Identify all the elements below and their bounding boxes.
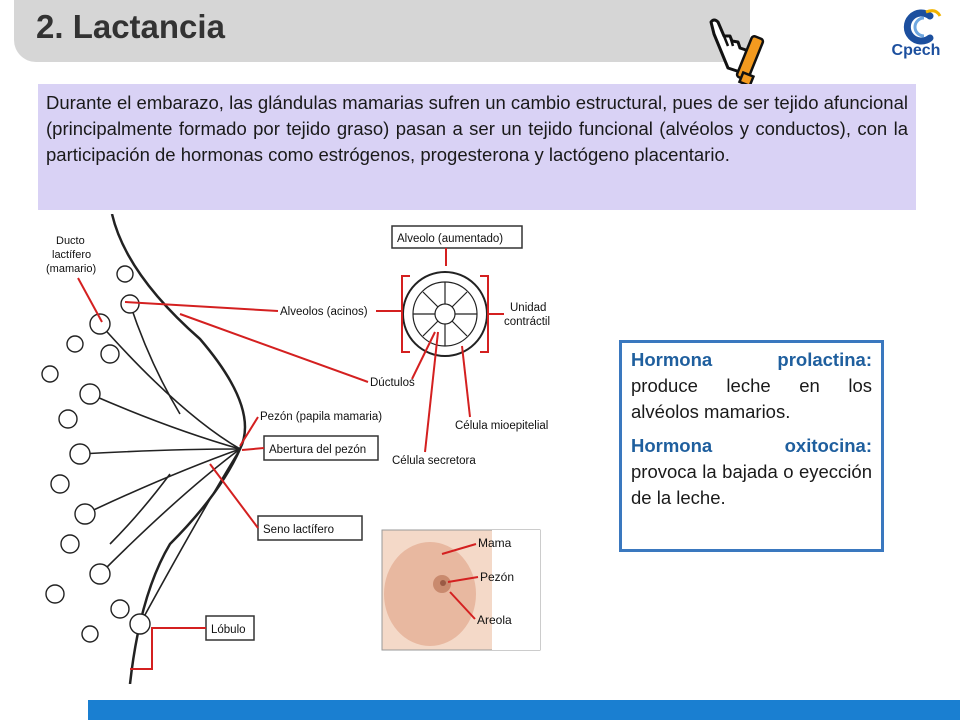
breast-anatomy-diagram: Ducto lactífero (mamario) Alveolo (aumen… — [41, 214, 550, 684]
nipple-shape — [440, 580, 446, 586]
label-areola: Areola — [477, 613, 512, 627]
label-mama: Mama — [478, 536, 512, 550]
cpech-logo-icon — [903, 9, 942, 45]
label-ducto-3: (mamario) — [46, 263, 96, 275]
oxitocina-text: provoca la bajada o eyección de la leche… — [631, 461, 872, 508]
oxitocina-paragraph: Hormona oxitocina: provoca la bajada o e… — [631, 433, 872, 511]
label-alveolos: Alveolos (acinos) — [280, 306, 368, 318]
oxitocina-title: Hormona oxitocina: — [631, 435, 872, 456]
label-lobulo: Lóbulo — [211, 624, 246, 636]
prolactina-text: produce leche en los alvéolos mamarios. — [631, 375, 872, 422]
label-ducto-1: Ducto — [56, 235, 85, 247]
label-celula-mioepitelial: Célula mioepitelial — [455, 420, 548, 432]
label-seno: Seno lactífero — [263, 524, 334, 536]
label-ductulos: Dúctulos — [370, 377, 415, 389]
label-alveolo-aumentado: Alveolo (aumentado) — [397, 233, 503, 245]
prolactina-title: Hormona prolactina: — [631, 349, 872, 370]
title-bar — [14, 0, 750, 62]
prolactina-paragraph: Hormona prolactina: produce leche en los… — [631, 347, 872, 425]
hormones-box: Hormona prolactina: produce leche en los… — [619, 340, 884, 552]
label-pezon: Pezón — [480, 570, 514, 584]
label-unidad-2: contráctil — [504, 316, 550, 328]
cpech-logo: Cpech — [880, 6, 952, 66]
label-pezon-papila: Pezón (papila mamaria) — [260, 411, 382, 423]
bottom-bar — [88, 700, 960, 720]
breast-shape — [384, 542, 476, 646]
label-ducto-2: lactífero — [52, 249, 91, 261]
page-title: 2. Lactancia — [36, 8, 225, 45]
label-unidad-1: Unidad — [510, 302, 546, 314]
intro-text: Durante el embarazo, las glándulas mamar… — [38, 84, 916, 210]
pointing-hand-icon — [709, 18, 765, 88]
lobules — [41, 265, 151, 643]
logo-text: Cpech — [891, 42, 941, 59]
label-celula-secretora: Célula secretora — [392, 455, 476, 467]
label-abertura: Abertura del pezón — [269, 444, 366, 456]
milk-ducts — [79, 303, 241, 625]
